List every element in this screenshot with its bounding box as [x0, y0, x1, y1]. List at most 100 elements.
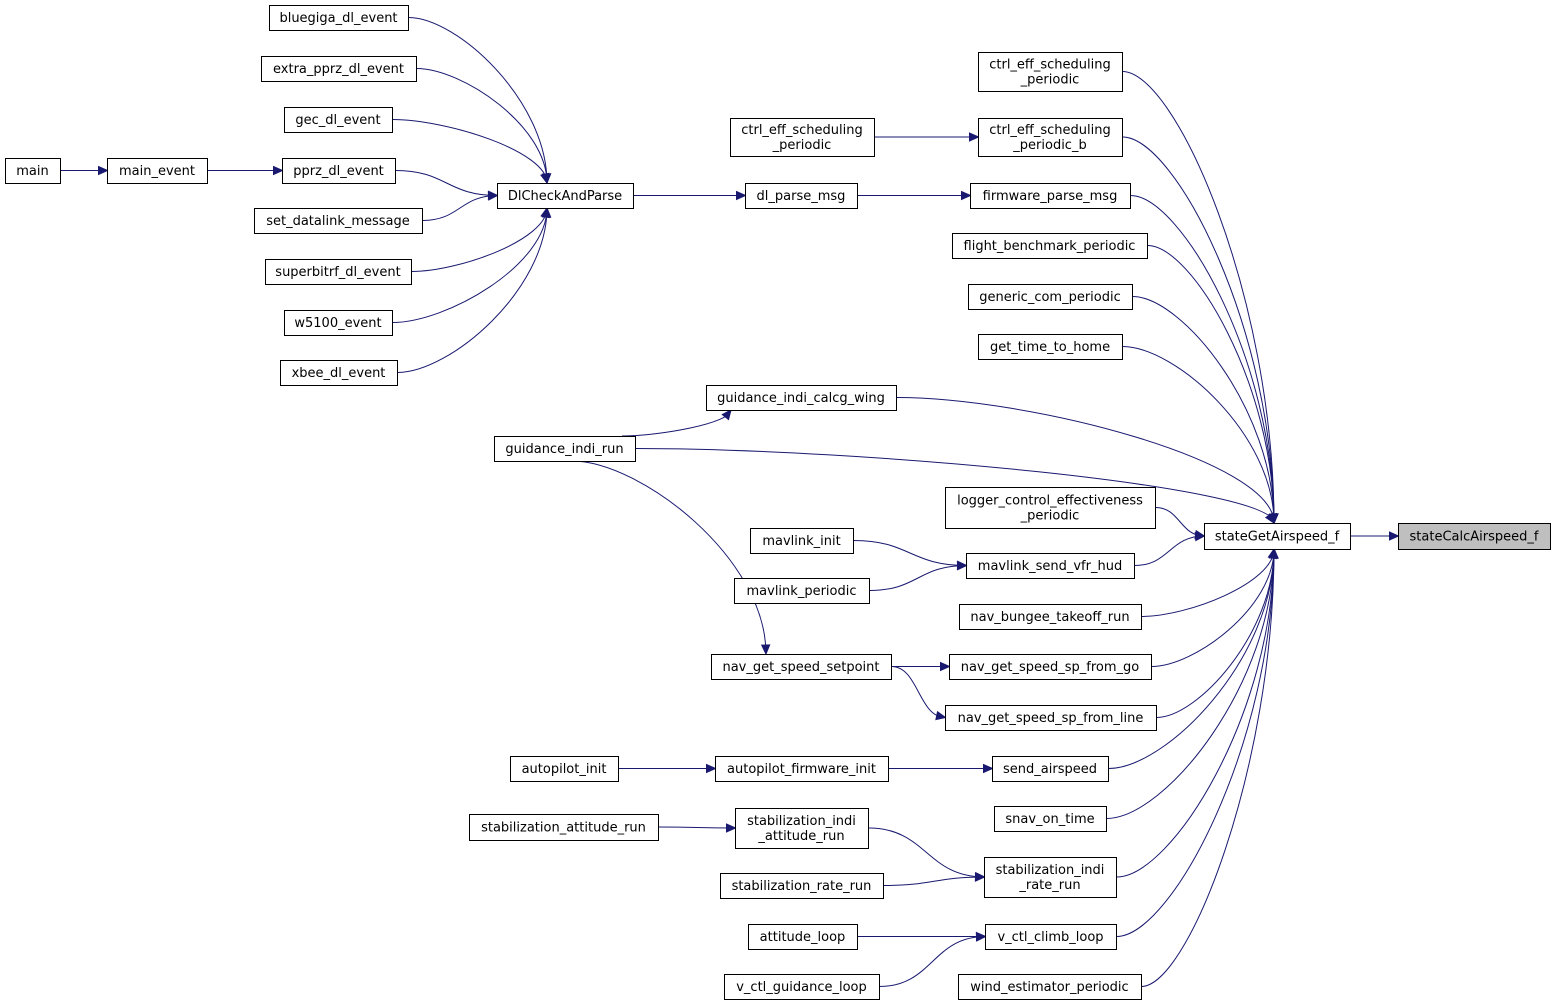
node-label: autopilot_firmware_init	[727, 762, 876, 777]
node-label: DlCheckAndParse	[508, 189, 622, 204]
node-label: extra_pprz_dl_event	[273, 62, 404, 77]
node-box	[735, 808, 869, 849]
node-nav-bungee-takeoff-run[interactable]: nav_bungee_takeoff_run	[959, 604, 1142, 630]
node-v-ctl-climb-loop[interactable]: v_ctl_climb_loop	[985, 924, 1117, 950]
arrowhead	[487, 191, 499, 201]
edge-mavlink-periodic-to-mavlink-send-vfr-hud	[869, 565, 967, 591]
node-label: firmware_parse_msg	[983, 189, 1118, 204]
node-ctrl-eff-scheduling-periodic-b[interactable]: ctrl_eff_scheduling_periodic_b	[978, 118, 1123, 157]
arrowhead	[956, 561, 968, 571]
arrowhead	[969, 132, 980, 142]
node-box	[958, 974, 1142, 1000]
node-box	[469, 814, 659, 841]
node-box	[952, 233, 1148, 259]
node-autopilot-firmware-init[interactable]: autopilot_firmware_init	[715, 756, 889, 782]
node-label: dl_parse_msg	[757, 189, 846, 204]
edge-gec-dl-event-to-dl-check-and-parse	[392, 119, 548, 184]
node-nav-get-speed-setpoint[interactable]: nav_get_speed_setpoint	[711, 654, 892, 680]
edge-stabilization-attitude-run-to-stabilization-indi-attitude-run	[658, 826, 736, 829]
node-label: ctrl_eff_scheduling	[741, 123, 863, 138]
node-nav-get-speed-sp-from-line[interactable]: nav_get_speed_sp_from_line	[945, 705, 1157, 731]
node-box	[959, 604, 1142, 630]
edge-superbitrf-dl-event-to-dl-check-and-parse	[411, 207, 548, 272]
node-mavlink-send-vfr-hud[interactable]: mavlink_send_vfr_hud	[966, 553, 1135, 579]
node-main[interactable]: main	[5, 158, 61, 184]
arrowhead	[706, 763, 717, 774]
node-label: stabilization_attitude_run	[481, 821, 646, 836]
node-stabilization-rate-run[interactable]: stabilization_rate_run	[720, 873, 884, 899]
edge-generic-com-periodic-to-state-get-airspeed-f	[1132, 296, 1275, 524]
node-ctrl-eff-scheduling-periodic-left[interactable]: ctrl_eff_scheduling_periodic	[730, 118, 875, 157]
node-label: _periodic_b	[1012, 138, 1086, 153]
node-label: nav_get_speed_sp_from_go	[961, 660, 1140, 675]
edge-guidance-indi-run-to-guidance-indi-calcg-wing	[621, 409, 732, 437]
node-box	[1398, 523, 1551, 550]
node-dl-parse-msg[interactable]: dl_parse_msg	[745, 183, 858, 209]
node-label: mavlink_periodic	[747, 584, 857, 599]
node-label: w5100_event	[294, 316, 381, 331]
node-box	[497, 183, 634, 209]
arrowhead	[273, 165, 284, 176]
node-guidance-indi-calcg-wing[interactable]: guidance_indi_calcg_wing	[706, 385, 897, 411]
node-label: ctrl_eff_scheduling	[989, 58, 1111, 73]
node-superbitrf-dl-event[interactable]: superbitrf_dl_event	[265, 259, 412, 285]
node-get-time-to-home[interactable]: get_time_to_home	[978, 334, 1123, 360]
node-mavlink-init[interactable]: mavlink_init	[750, 528, 854, 554]
node-label: autopilot_init	[522, 762, 607, 777]
node-label: get_time_to_home	[990, 340, 1110, 355]
node-extra-pprz-dl-event[interactable]: extra_pprz_dl_event	[261, 56, 417, 82]
node-flight-benchmark-periodic[interactable]: flight_benchmark_periodic	[952, 233, 1148, 259]
node-v-ctl-guidance-loop[interactable]: v_ctl_guidance_loop	[724, 974, 880, 1000]
node-mavlink-periodic[interactable]: mavlink_periodic	[734, 578, 870, 604]
node-state-get-airspeed-f[interactable]: stateGetAirspeed_f	[1204, 523, 1351, 550]
node-box	[720, 873, 884, 899]
node-stabilization-indi-attitude-run[interactable]: stabilization_indi_attitude_run	[735, 808, 869, 849]
node-stabilization-indi-rate-run[interactable]: stabilization_indi_rate_run	[984, 857, 1117, 898]
arrowhead	[983, 763, 994, 774]
node-set-datalink-message[interactable]: set_datalink_message	[254, 208, 423, 234]
node-box	[992, 756, 1109, 782]
node-attitude-loop[interactable]: attitude_loop	[748, 924, 858, 950]
edge-stabilization-indi-rate-run-to-state-get-airspeed-f	[1116, 548, 1275, 878]
arrowhead	[540, 172, 550, 185]
node-box	[265, 259, 412, 285]
node-nav-get-speed-sp-from-go[interactable]: nav_get_speed_sp_from_go	[949, 654, 1152, 680]
edge-flight-benchmark-periodic-to-state-get-airspeed-f	[1147, 245, 1275, 524]
node-xbee-dl-event[interactable]: xbee_dl_event	[280, 360, 398, 386]
arrowhead	[725, 823, 737, 833]
node-label: mavlink_send_vfr_hud	[978, 559, 1122, 574]
node-bluegiga-dl-event[interactable]: bluegiga_dl_event	[269, 5, 409, 31]
node-autopilot-init[interactable]: autopilot_init	[510, 756, 619, 782]
node-snav-on-time[interactable]: snav_on_time	[994, 806, 1107, 832]
node-box	[510, 756, 619, 782]
node-dl-check-and-parse[interactable]: DlCheckAndParse	[497, 183, 634, 209]
node-ctrl-eff-scheduling-periodic[interactable]: ctrl_eff_scheduling_periodic	[978, 52, 1123, 92]
node-box	[734, 578, 870, 604]
node-pprz-dl-event[interactable]: pprz_dl_event	[282, 158, 396, 184]
node-label: guidance_indi_calcg_wing	[717, 391, 885, 406]
node-guidance-indi-run[interactable]: guidance_indi_run	[494, 436, 636, 462]
node-box	[945, 487, 1156, 529]
edge-wind-estimator-periodic-to-state-get-airspeed-f	[1141, 548, 1275, 987]
node-box	[261, 56, 417, 82]
node-firmware-parse-msg[interactable]: firmware_parse_msg	[970, 183, 1131, 209]
node-state-calc-airspeed-f[interactable]: stateCalcAirspeed_f	[1398, 523, 1551, 550]
node-logger-control-effectiveness-periodic[interactable]: logger_control_effectiveness_periodic	[945, 487, 1156, 529]
node-box	[494, 436, 636, 462]
arrowhead	[1264, 512, 1275, 525]
node-label: _periodic	[1020, 73, 1080, 88]
node-main-event[interactable]: main_event	[107, 158, 208, 184]
node-label: _periodic	[772, 138, 832, 153]
node-send-airspeed[interactable]: send_airspeed	[992, 756, 1109, 782]
node-box	[745, 183, 858, 209]
node-label: flight_benchmark_periodic	[964, 239, 1136, 254]
node-gec-dl-event[interactable]: gec_dl_event	[284, 107, 393, 133]
node-label: bluegiga_dl_event	[279, 11, 397, 26]
node-wind-estimator-periodic[interactable]: wind_estimator_periodic	[958, 974, 1142, 1000]
node-box	[1204, 523, 1351, 550]
node-box	[968, 284, 1133, 310]
node-stabilization-attitude-run[interactable]: stabilization_attitude_run	[469, 814, 659, 841]
node-generic-com-periodic[interactable]: generic_com_periodic	[968, 284, 1133, 310]
node-w5100-event[interactable]: w5100_event	[284, 310, 393, 336]
